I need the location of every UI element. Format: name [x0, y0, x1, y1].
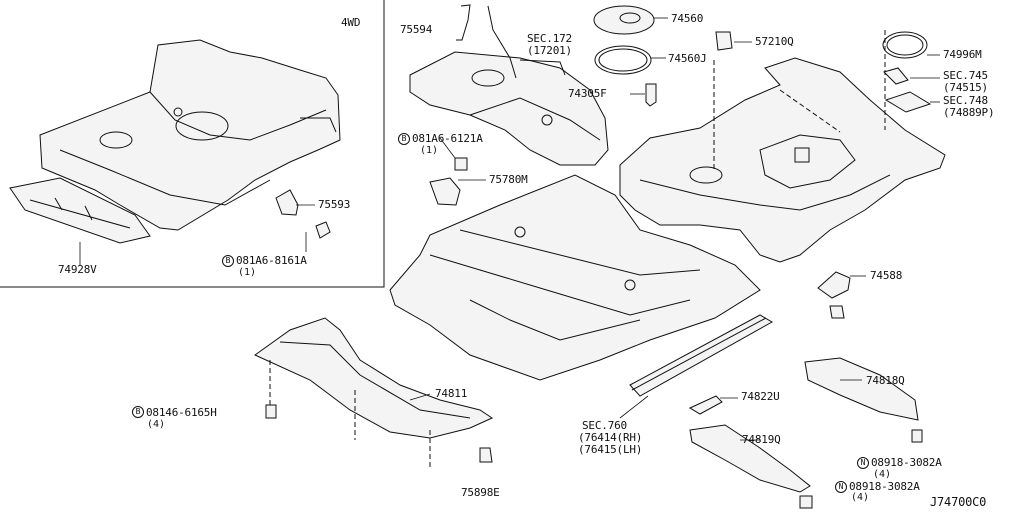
bolt-inset	[315, 221, 331, 239]
label-75898E: 75898E	[461, 486, 500, 499]
tube-75594	[456, 4, 471, 41]
label-sec172: SEC.172	[527, 32, 572, 45]
label-75780M: 75780M	[489, 173, 528, 186]
qty-081A6-8161A: (1)	[238, 267, 257, 278]
panel-74889P	[884, 91, 932, 113]
label-74305F: 74305F	[568, 87, 607, 100]
bolt-symbol: B	[398, 133, 410, 145]
label-sec745-ref: (74515)	[943, 81, 988, 94]
label-75593: 75593	[318, 198, 351, 211]
label-sec760: SEC.760	[582, 419, 627, 432]
label-08918-3082A-1: 08918-3082A	[871, 456, 942, 469]
label-08918-3082A-2: 08918-3082A	[849, 480, 920, 493]
bracket-75780M	[429, 177, 461, 206]
seal-74560J	[594, 45, 652, 75]
label-08146-6165H: 08146-6165H	[146, 406, 217, 419]
label-081A6-8161A: 081A6-8161A	[236, 254, 307, 267]
nut-symbol-1: N	[857, 457, 869, 469]
label-74822U: 74822U	[741, 390, 780, 403]
label-sec748: SEC.748	[943, 94, 988, 107]
sill-sec760	[629, 314, 774, 397]
label-74819Q: 74819Q	[742, 433, 781, 446]
label-74818Q: 74818Q	[866, 374, 905, 387]
access-cover-74560	[593, 5, 655, 35]
label-74560: 74560	[671, 12, 704, 25]
label-sec760-lh: (76415(LH)	[578, 443, 643, 456]
tube-75594b	[487, 5, 517, 79]
label-74811: 74811	[435, 387, 468, 400]
inset-frame	[0, 0, 385, 288]
label-sec760-rh: (76414(RH)	[578, 431, 643, 444]
nut-symbol-2: N	[835, 481, 847, 493]
label-sec748-ref: (74889P)	[943, 106, 995, 119]
inset-label-4wd: 4WD	[341, 16, 361, 29]
label-57210Q: 57210Q	[755, 35, 794, 48]
guide-lines	[713, 30, 886, 170]
member-74819Q	[689, 424, 811, 493]
bolt-6165H	[265, 404, 277, 419]
crossmember-74811	[254, 317, 494, 439]
qty-08918-3082A-2: (4)	[851, 492, 870, 503]
label-sec745: SEC.745	[943, 69, 988, 82]
qty-08146-6165H: (4)	[147, 419, 166, 430]
label-74928V: 74928V	[58, 263, 97, 276]
bracket-74588	[817, 271, 851, 299]
grommet-57210Q	[715, 31, 733, 51]
front-floor	[389, 174, 761, 381]
bolt-75898E	[479, 447, 493, 463]
ring-74996M	[882, 31, 928, 59]
label-74560J: 74560J	[668, 52, 707, 65]
clip-74305F	[645, 83, 657, 107]
label-75594: 75594	[400, 23, 433, 36]
label-081A6-6121A: 081A6-6121A	[412, 132, 483, 145]
bolt-symbol-6165H: B	[132, 406, 144, 418]
insulator-74928V	[9, 177, 151, 244]
bracket-74515	[883, 67, 909, 85]
bracket-74822U	[688, 395, 723, 415]
bolt-symbol-inset: B	[222, 255, 234, 267]
diagram-code: J74700C0	[930, 495, 987, 509]
rear-floor	[619, 57, 946, 263]
label-74588: 74588	[870, 269, 903, 282]
qty-081A6-6121A: (1)	[420, 145, 439, 156]
bracket-75593	[275, 189, 299, 216]
rear-floor-4wd	[39, 39, 341, 231]
bolt-6121A	[454, 157, 468, 171]
qty-08918-3082A-1: (4)	[873, 469, 892, 480]
label-sec172-ref: (17201)	[527, 44, 572, 57]
member-74818Q	[804, 357, 919, 421]
fuel-tank	[409, 51, 609, 166]
label-74996M: 74996M	[943, 48, 982, 61]
